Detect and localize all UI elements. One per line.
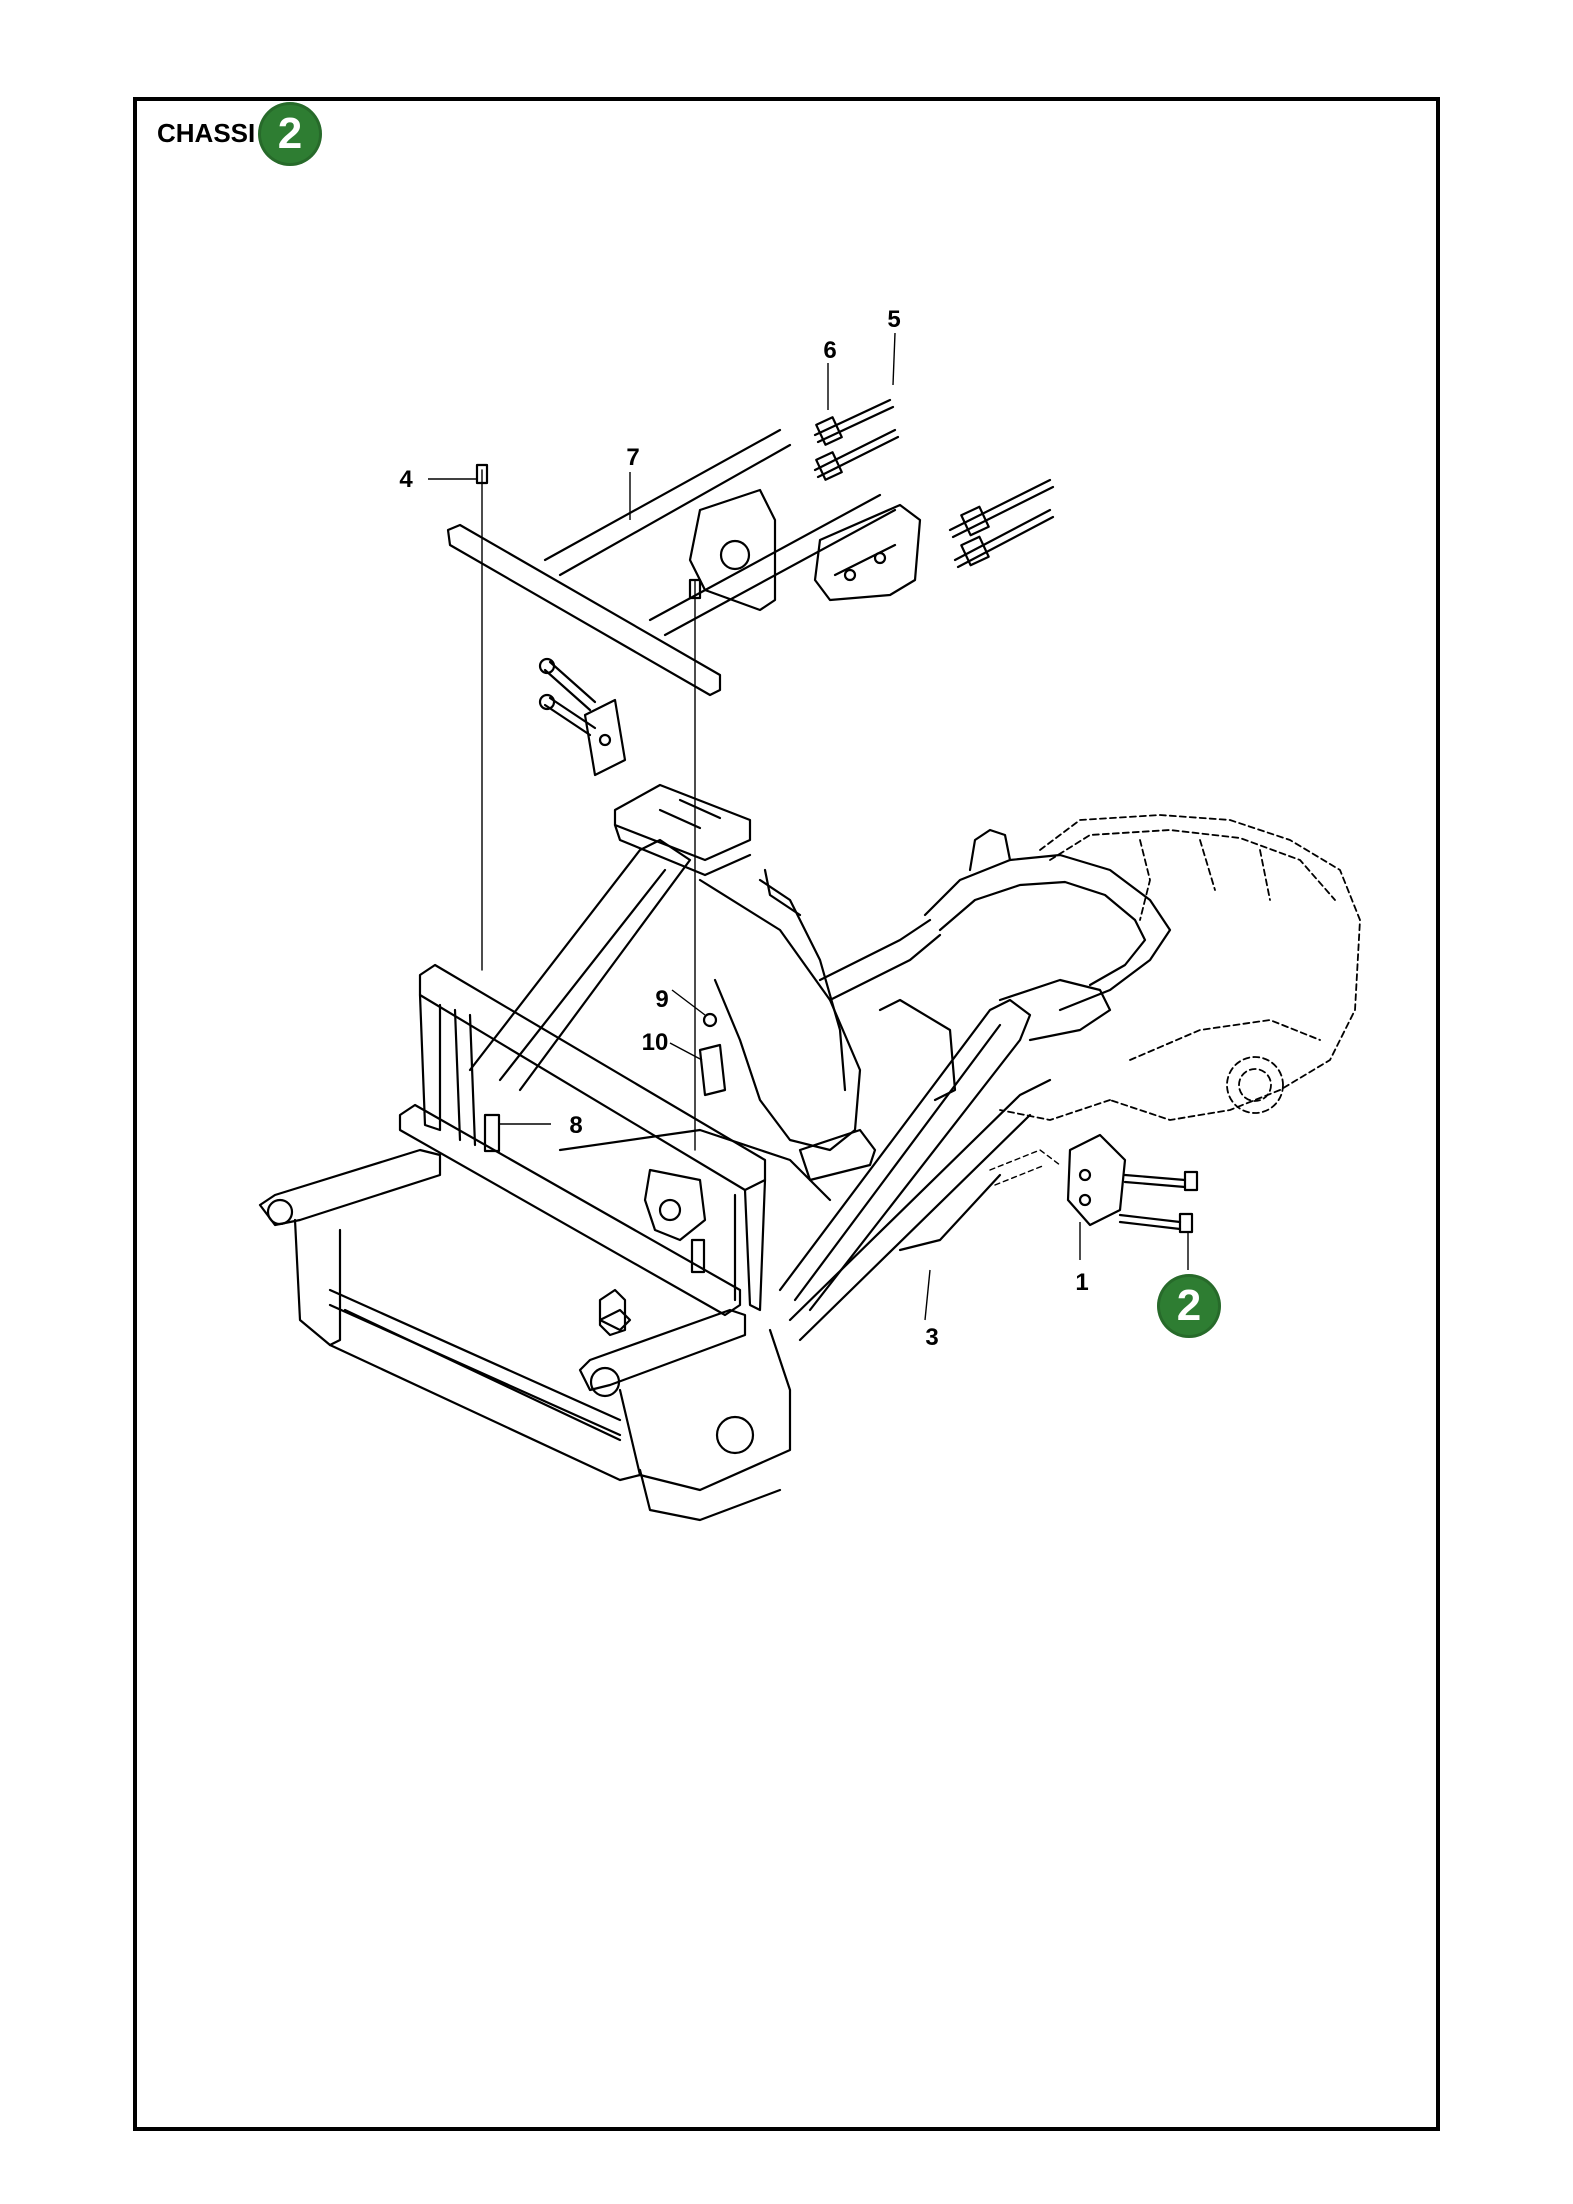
upper-cross-bar (446, 523, 722, 697)
seat-support (613, 783, 752, 862)
callout-9: 9 (655, 986, 668, 1013)
upper-mount-plate (688, 488, 777, 612)
bolt-seat-a (543, 660, 597, 712)
upper-rail-right (648, 493, 897, 637)
rear-drive-unit-outline (999, 814, 1361, 1121)
callout-3: 3 (925, 1324, 938, 1351)
center-pivot-bracket (643, 1168, 707, 1242)
lower-cross-member (398, 1103, 742, 1317)
leader-lines (428, 332, 1189, 1321)
chassis-linework (258, 398, 1361, 1522)
section-title: CHASSI (157, 118, 256, 148)
front-left-bracket (258, 1148, 442, 1227)
nut-9 (702, 1012, 718, 1028)
bushing-10 (698, 1043, 727, 1097)
bolt-5d (953, 508, 1055, 569)
bolt-2b (1118, 1213, 1182, 1231)
left-diagonal-rail (468, 838, 692, 1092)
callout-8: 8 (569, 1112, 582, 1139)
upper-rail-left (543, 428, 792, 577)
bolt-2a (1123, 1173, 1187, 1189)
bolt-5c (948, 478, 1055, 539)
callout-1: 1 (1075, 1269, 1088, 1296)
rear-hoop-outer (923, 853, 1172, 1012)
section-number-badge: 2 (258, 102, 322, 166)
bolt-5b (813, 428, 900, 479)
bolt-4 (475, 463, 489, 485)
spacer-8 (483, 1113, 501, 1153)
callout-5: 5 (887, 306, 900, 333)
callout-7: 7 (626, 444, 639, 471)
upper-bracket (583, 698, 627, 777)
bracket-1 (1066, 1133, 1127, 1227)
upper-side-plate (813, 503, 922, 602)
callouts: 1 3 4 5 6 7 8 9 10 (399, 306, 1088, 1351)
callout-2-badge: 2 (1157, 1274, 1221, 1338)
front-crossbar (328, 1288, 622, 1437)
callout-4: 4 (399, 466, 413, 493)
callout-10: 10 (642, 1029, 669, 1056)
rear-hoop-inner (938, 880, 1147, 987)
bolt-seat-b (543, 696, 597, 737)
center-tunnel (698, 878, 862, 1152)
page-frame (133, 97, 1440, 2131)
bolt-5a (813, 398, 895, 444)
callout-6: 6 (823, 337, 836, 364)
right-diagonal-rail (778, 998, 1032, 1312)
